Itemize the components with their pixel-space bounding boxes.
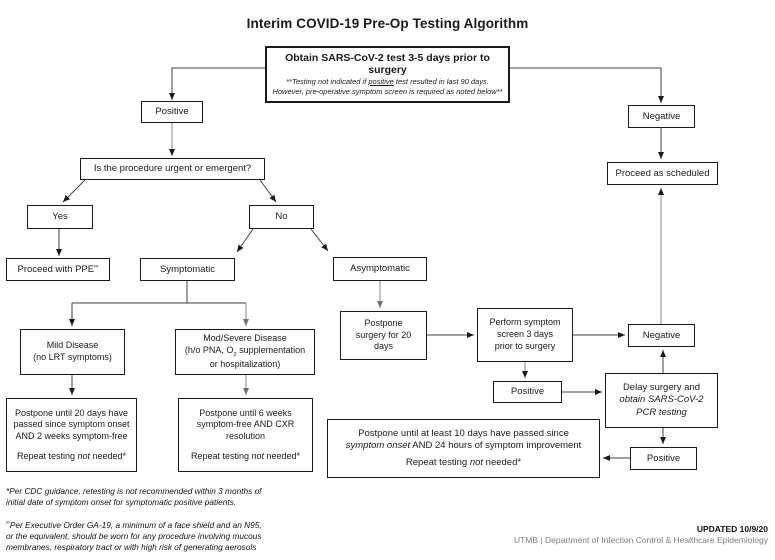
arrow-obtain-to-negative [510,67,664,103]
repeat-testing-note: Repeat testing not needed* [16,450,127,461]
delay-line1: Delay surgery and [622,381,701,393]
node-obtain-test: Obtain SARS-CoV-2 test 3-5 days prior to… [265,46,510,103]
arrow-no-to-asymptomatic [310,228,329,252]
arrow-urgent-to-yes [62,179,86,203]
footer-updated-date: UPDATED 10/9/20 [696,524,768,534]
node-negative-test-result: Negative [628,105,695,128]
mild-disease-line2: (no LRT symptoms) [33,352,112,362]
node-yes: Yes [27,205,93,229]
node-asymptomatic: Asymptomatic [333,257,427,281]
footer-organization: UTMB | Department of Infection Control &… [513,535,768,546]
obtain-test-heading: Obtain SARS-CoV-2 test 3-5 days prior to… [285,51,490,76]
repeat-testing-note: Repeat testing not needed* [190,450,301,461]
node-postpone-surgery-20-days: Postpone surgery for 20 days [340,311,427,360]
node-symptomatic: Symptomatic [140,258,235,281]
mod-severe-line1: Mod/Severe Disease [203,333,287,344]
flowchart-title: Interim COVID-19 Pre-Op Testing Algorith… [246,16,529,31]
node-proceed-with-ppe: Proceed with PPE∞ [6,258,110,281]
node-no: No [249,205,314,229]
node-proceed-as-scheduled: Proceed as scheduled [607,162,718,185]
node-urgent-question: Is the procedure urgent or emergent? [80,158,265,180]
infinity-superscript: ∞ [94,262,99,270]
mod-severe-line3: or hospitalization) [209,359,281,370]
infinity-superscript: ∞ [6,520,10,527]
node-positive-test-result: Positive [141,101,203,123]
obtain-note-line1: **Testing not indicated if positive test… [286,76,489,86]
footnote-cdc-guidance: *Per CDC guidance, retesting is not reco… [6,486,262,507]
node-mild-disease: Mild Disease (no LRT symptoms) [20,329,125,375]
node-perform-symptom-screen: Perform symptom screen 3 days prior to s… [477,308,573,362]
node-delay-surgery-pcr: Delay surgery and obtain SARS-CoV-2 PCR … [605,373,718,428]
arrow-no-to-symptomatic [236,228,254,253]
delay-line2-italic: obtain SARS-CoV-2 PCR testing [619,394,704,418]
node-negative-screen: Negative [628,324,695,347]
arrow-urgent-to-no [259,179,277,203]
mild-disease-line1: Mild Disease [46,340,99,351]
node-postpone-10-days: Postpone until at least 10 days have pas… [327,419,600,478]
footnote-executive-order: ∞Per Executive Order GA-19, a minimum of… [6,520,262,552]
obtain-note-rest: However, pre-operative symptom screen is… [272,87,503,97]
mod-severe-line2: (h/o PNA, O2 supplementation [184,344,306,358]
line-symptomatic-split [72,281,246,304]
node-mod-severe-disease: Mod/Severe Disease (h/o PNA, O2 suppleme… [175,329,315,375]
o2-subscript: 2 [233,351,237,358]
node-positive-screen: Positive [493,381,562,403]
obtain-test-note: **Testing not indicated if positive test… [272,77,502,97]
node-positive-pcr: Positive [630,447,697,470]
repeat-testing-note: Repeat testing not needed* [405,457,522,469]
node-postpone-20-days: Postpone until 20 days have passed since… [6,398,137,472]
footer: UPDATED 10/9/20 UTMB | Department of Inf… [514,524,768,547]
arrow-obtain-to-positive [169,67,265,100]
node-postpone-6-weeks: Postpone until 6 weeks symptom-free AND … [178,398,313,472]
proceed-ppe-label: Proceed with PPE∞ [17,262,99,276]
